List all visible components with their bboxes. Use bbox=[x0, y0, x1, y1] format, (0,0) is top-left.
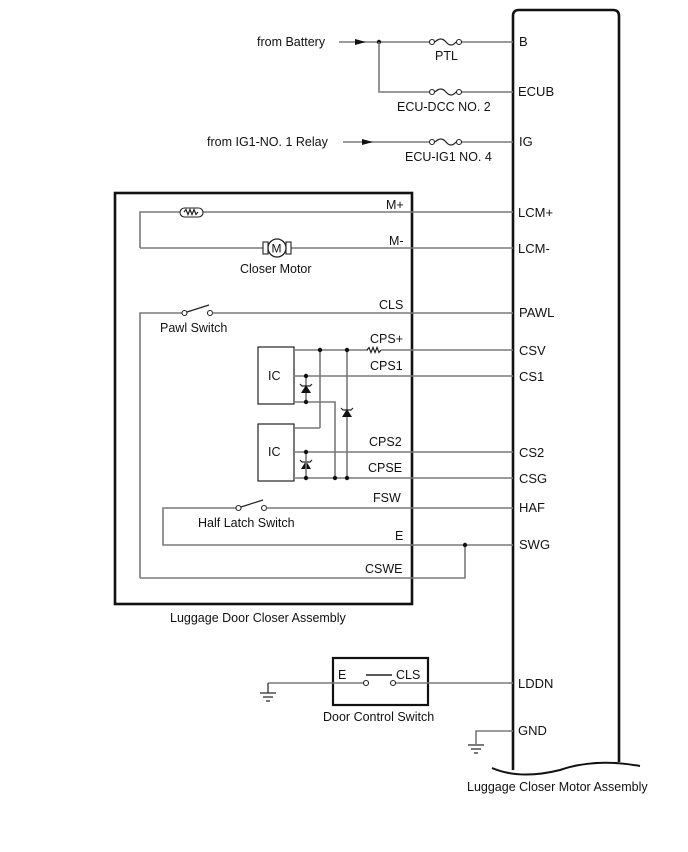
term-cps1: CPS1 bbox=[370, 359, 403, 373]
ecu-label: Luggage Closer Motor Assembly bbox=[467, 780, 648, 794]
wire-e bbox=[162, 507, 513, 546]
half-latch-switch-label: Half Latch Switch bbox=[198, 516, 295, 530]
zener-diode-icon bbox=[299, 383, 313, 393]
pin-lddn: LDDN bbox=[518, 676, 553, 691]
term-m-minus: M- bbox=[389, 234, 404, 248]
pin-csv: CSV bbox=[519, 343, 546, 358]
ecu-box-break bbox=[491, 761, 641, 776]
wire-gnd bbox=[475, 730, 513, 744]
svg-text:M: M bbox=[272, 242, 282, 256]
pin-csg: CSG bbox=[519, 471, 547, 486]
arrow-ig bbox=[362, 139, 373, 145]
pin-pawl: PAWL bbox=[519, 305, 554, 320]
fuse-ptl-icon bbox=[428, 38, 463, 46]
resistor-icon bbox=[366, 345, 382, 355]
half-latch-switch-icon bbox=[235, 499, 268, 512]
closer-assembly-label: Luggage Door Closer Assembly bbox=[170, 611, 347, 625]
fuse-ptl-label: PTL bbox=[435, 49, 458, 63]
ic-upper-label: IC bbox=[268, 369, 281, 383]
term-m-plus: M+ bbox=[386, 198, 404, 212]
closer-assembly-box bbox=[113, 191, 414, 606]
term-cls: CLS bbox=[379, 298, 403, 312]
door-control-switch-box bbox=[331, 656, 430, 707]
pawl-switch-icon bbox=[181, 304, 214, 317]
zener-diode-icon bbox=[340, 407, 354, 417]
door-control-switch-label: Door Control Switch bbox=[323, 710, 434, 724]
ground-icon bbox=[468, 744, 484, 754]
fuse-ecu-ig1-label: ECU-IG1 NO. 4 bbox=[405, 150, 492, 164]
pin-cs1: CS1 bbox=[519, 369, 544, 384]
dcs-term-e: E bbox=[338, 668, 346, 682]
dcs-term-cls: CLS bbox=[396, 668, 420, 682]
pin-b: B bbox=[519, 34, 528, 49]
pin-lcm-minus: LCM- bbox=[518, 241, 550, 256]
term-fsw: FSW bbox=[373, 491, 401, 505]
fuse-ecu-ig1-icon bbox=[428, 138, 463, 146]
wire-cswe bbox=[140, 545, 466, 579]
source-battery: from Battery bbox=[257, 35, 326, 49]
term-cps2: CPS2 bbox=[369, 435, 402, 449]
ecu-box bbox=[511, 8, 621, 770]
motor-icon: M bbox=[262, 238, 292, 258]
pin-lcm-plus: LCM+ bbox=[518, 205, 553, 220]
ic-lower-label: IC bbox=[268, 445, 281, 459]
pin-ig: IG bbox=[519, 134, 533, 149]
arrow-battery bbox=[355, 39, 366, 45]
ground-icon bbox=[260, 683, 276, 702]
term-cswe: CSWE bbox=[365, 562, 403, 576]
pin-haf: HAF bbox=[519, 500, 545, 515]
pin-swg: SWG bbox=[519, 537, 550, 552]
closer-motor-label: Closer Motor bbox=[240, 262, 312, 276]
pin-gnd: GND bbox=[518, 723, 547, 738]
pin-cs2: CS2 bbox=[519, 445, 544, 460]
pin-ecub: ECUB bbox=[518, 84, 554, 99]
ic-lower bbox=[257, 423, 295, 482]
term-cps-plus: CPS+ bbox=[370, 332, 403, 346]
term-cpse: CPSE bbox=[368, 461, 402, 475]
fuse-ecu-dcc-icon bbox=[428, 88, 463, 96]
pawl-switch-label: Pawl Switch bbox=[160, 321, 227, 335]
source-ig1-relay: from IG1-NO. 1 Relay bbox=[207, 135, 329, 149]
door-control-switch-icon bbox=[362, 674, 397, 687]
wire-m-plus bbox=[139, 211, 513, 248]
fuse-ecu-dcc-label: ECU-DCC NO. 2 bbox=[397, 100, 491, 114]
wire-pawl-left bbox=[139, 312, 182, 578]
ptc-resistor-icon bbox=[179, 207, 204, 218]
term-e: E bbox=[395, 529, 403, 543]
wire-ecub bbox=[378, 42, 430, 93]
